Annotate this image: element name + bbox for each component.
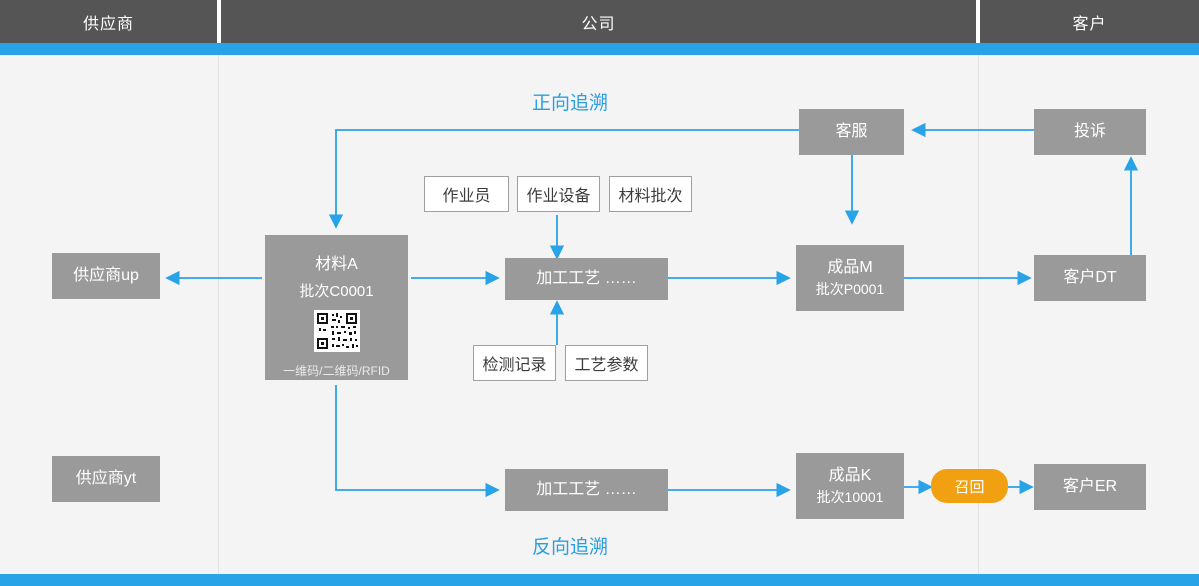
node-process-top[interactable]: 加工工艺 …… (505, 258, 668, 300)
node-recall-label: 召回 (954, 478, 985, 496)
node-customer-dt[interactable]: 客户DT (1034, 255, 1146, 301)
node-material-batch[interactable]: 材料批次 (609, 176, 692, 212)
header-column-company-label: 公司 (581, 15, 616, 33)
node-product-m-batch: 批次P0001 (815, 281, 885, 298)
node-product-k-name: 成品K (828, 467, 872, 485)
node-recall-badge[interactable]: 召回 (931, 469, 1008, 503)
node-customer-er[interactable]: 客户ER (1034, 464, 1146, 510)
node-material-a-name: 材料A (315, 256, 358, 273)
bottom-accent-bar (0, 574, 1199, 586)
column-divider-right (978, 55, 979, 574)
forward-trace-title: 正向追溯 (531, 93, 608, 114)
node-process-top-label: 加工工艺 …… (536, 270, 637, 288)
node-product-k-batch: 批次10001 (816, 489, 884, 506)
node-customer-dt-label: 客户DT (1063, 269, 1117, 287)
node-material-batch-label: 材料批次 (618, 188, 683, 205)
node-material-a[interactable]: 材料A 批次C0001 (265, 235, 408, 380)
node-product-k[interactable]: 成品K 批次10001 (796, 453, 904, 519)
node-supplier-yt-label: 供应商yt (75, 470, 137, 488)
node-process-bottom-label: 加工工艺 …… (536, 481, 637, 499)
header-column-supplier: 供应商 (0, 0, 217, 43)
header-column-customer-label: 客户 (1072, 15, 1107, 33)
node-product-m-name: 成品M (827, 259, 873, 277)
node-customer-service-label: 客服 (835, 123, 868, 141)
header-column-supplier-label: 供应商 (82, 15, 134, 33)
header-band: 供应商 公司 客户 (0, 0, 1199, 51)
node-product-m[interactable]: 成品M 批次P0001 (796, 245, 904, 311)
node-inspection-record-label: 检测记录 (482, 357, 547, 374)
header-column-company: 公司 (221, 0, 976, 43)
node-equipment[interactable]: 作业设备 (517, 176, 600, 212)
node-supplier-up-label: 供应商up (73, 267, 139, 285)
node-complaint-label: 投诉 (1073, 123, 1106, 141)
reverse-trace-title: 反向追溯 (531, 537, 608, 558)
node-complaint[interactable]: 投诉 (1034, 109, 1146, 155)
node-supplier-yt[interactable]: 供应商yt (52, 456, 160, 502)
node-process-parameter-label: 工艺参数 (574, 357, 639, 374)
flow-area: 正向追溯 反向追溯 客服 投诉 作业员 作业设备 材料批次 供应商up 材料A … (0, 55, 1199, 574)
node-equipment-label: 作业设备 (526, 188, 591, 205)
node-inspection-record[interactable]: 检测记录 (473, 345, 556, 381)
node-process-bottom[interactable]: 加工工艺 …… (505, 469, 668, 511)
node-operator[interactable]: 作业员 (424, 176, 509, 212)
node-operator-label: 作业员 (442, 188, 491, 205)
node-supplier-up[interactable]: 供应商up (52, 253, 160, 299)
header-column-customer: 客户 (980, 0, 1199, 43)
node-material-a-batch: 批次C0001 (299, 283, 374, 300)
node-customer-er-label: 客户ER (1062, 478, 1118, 496)
node-material-a-code-types: 一维码/二维码/RFID (283, 364, 390, 378)
qr-code-icon (313, 310, 360, 352)
node-process-parameter[interactable]: 工艺参数 (565, 345, 648, 381)
top-accent-bar (0, 43, 1199, 55)
node-customer-service[interactable]: 客服 (799, 109, 904, 155)
column-divider-left (218, 55, 219, 574)
